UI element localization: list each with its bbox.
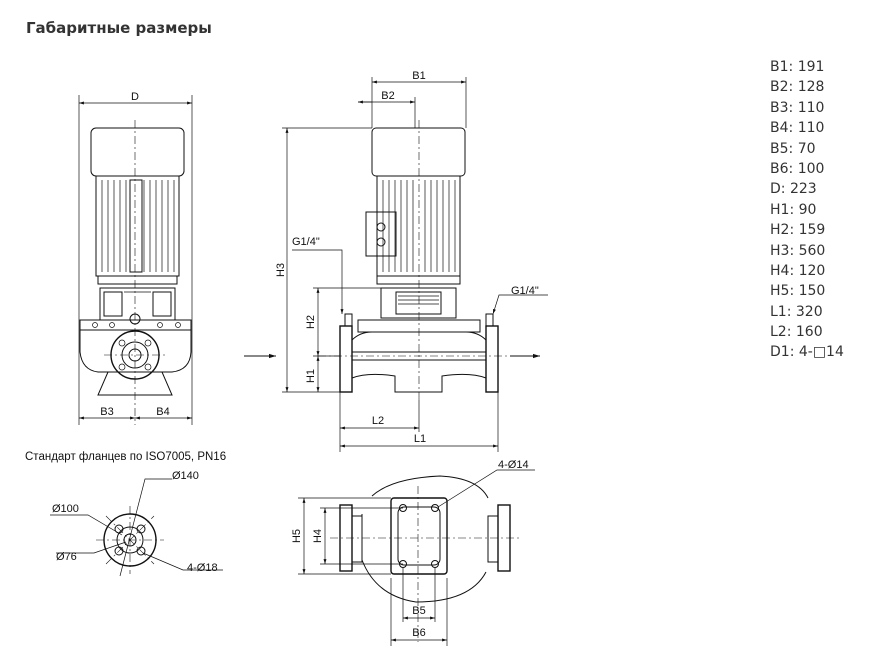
dimension-item-b4: B4: 110 xyxy=(770,120,825,137)
flange-bore-label: Ø76 xyxy=(56,551,77,563)
dimension-item-b3: B3: 110 xyxy=(770,99,825,116)
dim-label-d: D xyxy=(131,91,139,103)
dimension-list: B1: 191 B2: 128 B3: 110 B4: 110 B5: 70 B… xyxy=(770,57,844,363)
dimension-item-b1: B1: 191 xyxy=(770,59,825,75)
gauge-port-right-label: G1/4" xyxy=(511,285,539,297)
page-title: Габаритные размеры xyxy=(26,19,212,37)
dimension-item-b2: B2: 128 xyxy=(770,79,825,96)
dim-label-b6: B6 xyxy=(412,627,425,639)
flange-bolt-circle-label: Ø100 xyxy=(52,503,79,515)
dim-label-b3: B3 xyxy=(100,406,113,418)
dim-label-h1: H1 xyxy=(305,369,317,383)
side-view: B1 B2 xyxy=(244,70,548,452)
flange-outer-diameter-label: Ø140 xyxy=(172,470,199,482)
dim-label-b1: B1 xyxy=(412,70,425,82)
dimension-item-h1: H1: 90 xyxy=(770,201,817,218)
base-holes-label: 4-Ø14 xyxy=(498,459,529,471)
dimension-item-b6: B6: 100 xyxy=(770,160,825,177)
front-view: D xyxy=(78,91,193,425)
dimension-item-h3: H3: 560 xyxy=(770,242,826,259)
dim-label-l1: L1 xyxy=(414,433,426,445)
dim-label-h5: H5 xyxy=(291,529,303,543)
dimension-item-l2: L2: 160 xyxy=(770,324,823,341)
top-view: 4-Ø14 H5 H4 B5 B6 xyxy=(291,459,535,646)
dim-label-h4: H4 xyxy=(312,529,324,543)
flange-standard-label: Стандарт фланцев по ISO7005, PN16 xyxy=(25,451,227,463)
gauge-port-left-label: G1/4" xyxy=(292,236,320,248)
dim-label-h3: H3 xyxy=(275,263,287,277)
dim-label-b4: B4 xyxy=(156,406,169,418)
dim-label-l2: L2 xyxy=(372,415,384,427)
dimension-item-b5: B5: 70 xyxy=(770,140,816,157)
dimension-item-h4: H4: 120 xyxy=(770,262,826,279)
dimension-item-h5: H5: 150 xyxy=(770,283,826,300)
dimension-item-d1: D1: 4-□14 xyxy=(770,344,844,361)
dimension-item-h2: H2: 159 xyxy=(770,222,826,239)
dimension-item-d: D: 223 xyxy=(770,181,817,198)
flange-detail: Ø140 Ø100 Ø76 4-Ø18 xyxy=(50,470,223,577)
dim-label-b2: B2 xyxy=(381,90,394,102)
flange-holes-label: 4-Ø18 xyxy=(187,562,218,574)
dim-label-h2: H2 xyxy=(305,315,317,329)
dimension-item-l1: L1: 320 xyxy=(770,303,823,320)
dim-label-b5: B5 xyxy=(412,605,425,617)
